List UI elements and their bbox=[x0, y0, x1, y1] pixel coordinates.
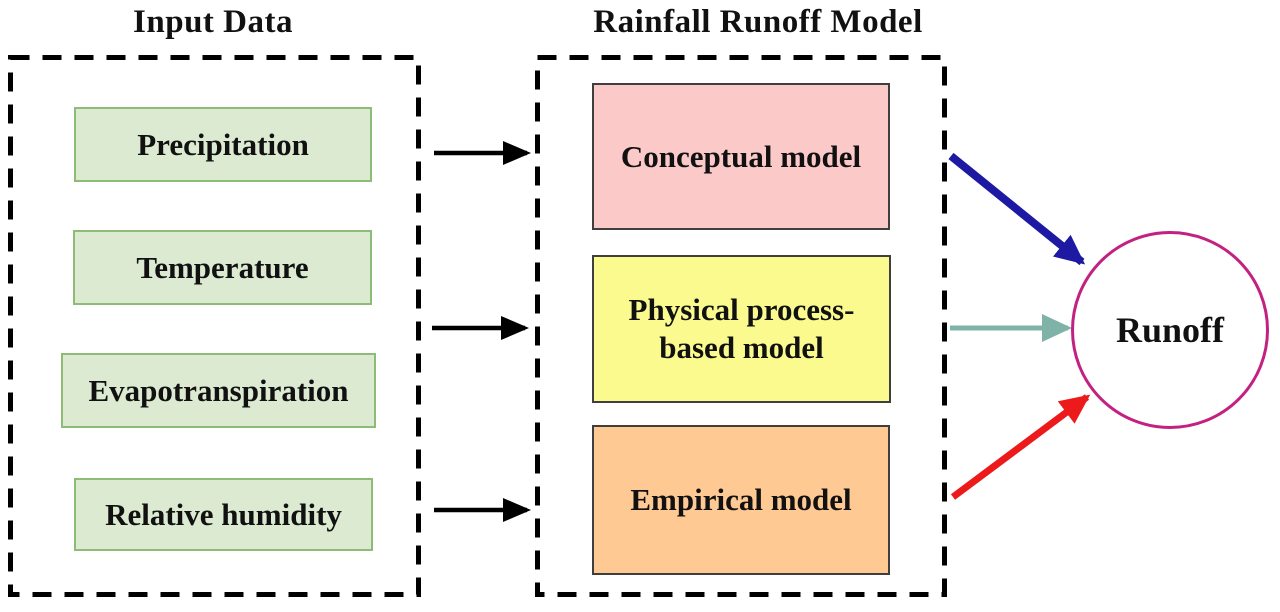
model-section-dashed-border bbox=[535, 55, 947, 597]
model-node-conceptual: Conceptual model bbox=[592, 83, 890, 230]
output-node-runoff: Runoff bbox=[1071, 231, 1269, 429]
input-node-evapotranspiration: Evapotranspiration bbox=[61, 353, 376, 428]
model-node-physical-process-based: Physical process-based model bbox=[592, 255, 891, 403]
input-section-title: Input Data bbox=[133, 4, 293, 40]
model-section-title: Rainfall Runoff Model bbox=[593, 4, 923, 40]
arrow-empirical-to-runoff bbox=[950, 394, 1091, 500]
input-section-dashed-border bbox=[8, 55, 421, 597]
input-node-precipitation: Precipitation bbox=[74, 107, 372, 182]
arrow-conceptual-to-runoff bbox=[948, 152, 1086, 266]
model-node-empirical: Empirical model bbox=[592, 425, 890, 575]
input-node-temperature: Temperature bbox=[73, 230, 372, 305]
input-node-relative-humidity: Relative humidity bbox=[74, 478, 373, 551]
